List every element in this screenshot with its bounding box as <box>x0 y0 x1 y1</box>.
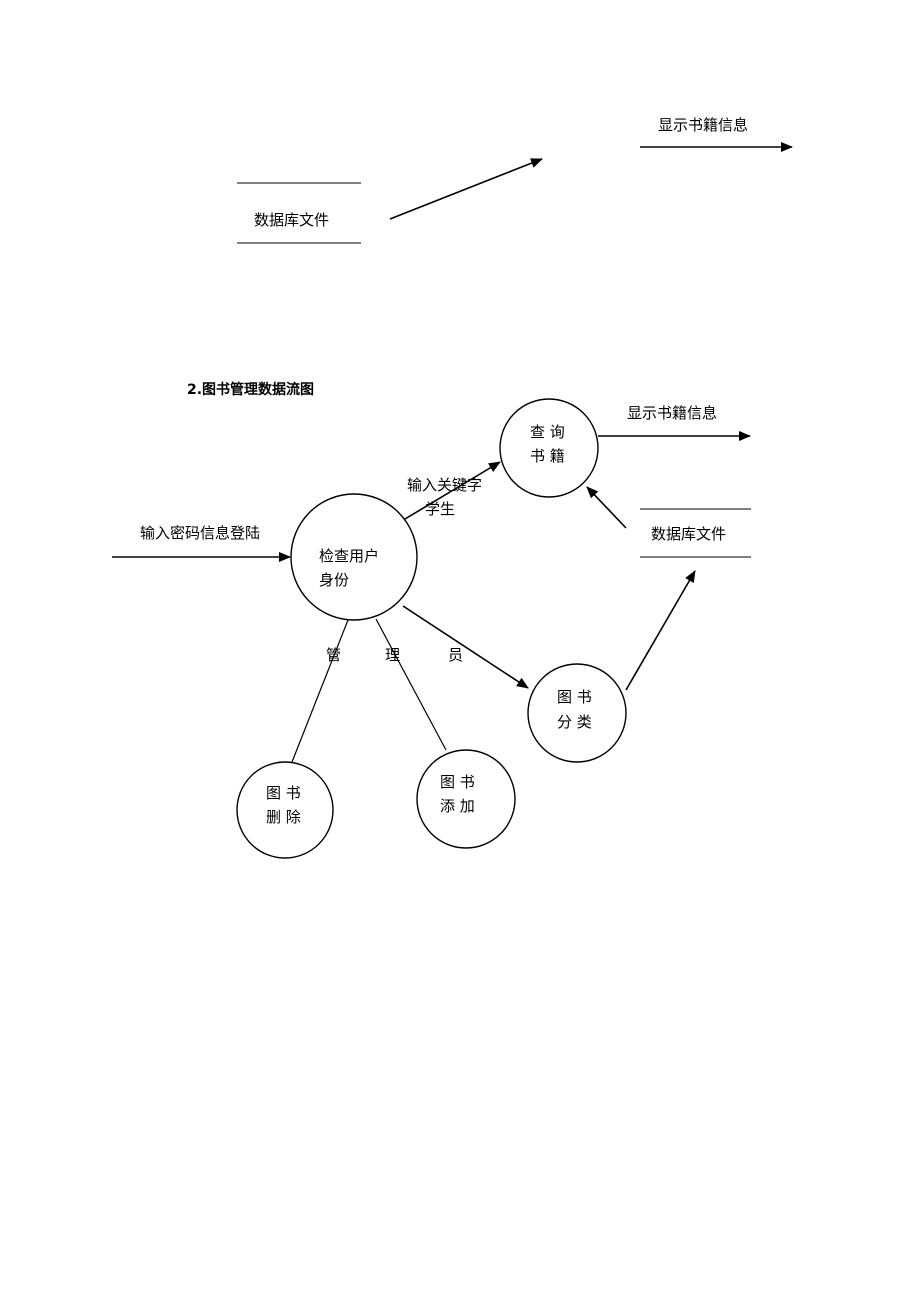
classify-to-datastore-arrow <box>625 570 696 691</box>
classify-books-process <box>527 663 627 763</box>
admin-label-3: 员 <box>448 646 463 664</box>
check-to-add-line <box>375 618 447 751</box>
add-books-process <box>416 749 516 849</box>
admin-label-1: 管 <box>326 646 341 664</box>
datastore-to-query-arrow <box>586 486 627 529</box>
top-display-label: 显示书籍信息 <box>658 116 748 134</box>
check-identity-line2: 身份 <box>319 571 349 589</box>
query-books-process <box>499 398 599 498</box>
top-flow-arrow <box>389 158 543 220</box>
keyword-flow-label-line1: 输入关键字 <box>407 476 482 494</box>
classify-books-line2: 分 类 <box>557 713 592 731</box>
query-books-line2: 书 籍 <box>530 447 565 465</box>
check-identity-line1: 检查用户 <box>319 547 379 565</box>
datastore-label: 数据库文件 <box>651 525 726 543</box>
keyword-flow-arrow <box>404 461 501 520</box>
top-datastore-label: 数据库文件 <box>254 211 329 229</box>
section-title: 2.图书管理数据流图 <box>187 381 314 398</box>
add-books-line1: 图 书 <box>440 773 475 791</box>
display-flow-label: 显示书籍信息 <box>627 404 717 422</box>
login-flow-label: 输入密码信息登陆 <box>140 524 260 542</box>
query-books-line1: 查 询 <box>530 423 565 441</box>
keyword-flow-label-line2: 学生 <box>425 500 455 518</box>
add-books-line2: 添 加 <box>440 797 475 815</box>
delete-books-line2: 删 除 <box>266 808 301 826</box>
check-identity-process <box>290 493 418 621</box>
admin-label-2: 理 <box>385 646 400 664</box>
delete-books-process <box>236 761 334 859</box>
check-to-delete-line <box>291 619 349 763</box>
delete-books-line1: 图 书 <box>266 784 301 802</box>
check-to-classify-arrow <box>402 605 529 689</box>
classify-books-line1: 图 书 <box>557 688 592 706</box>
